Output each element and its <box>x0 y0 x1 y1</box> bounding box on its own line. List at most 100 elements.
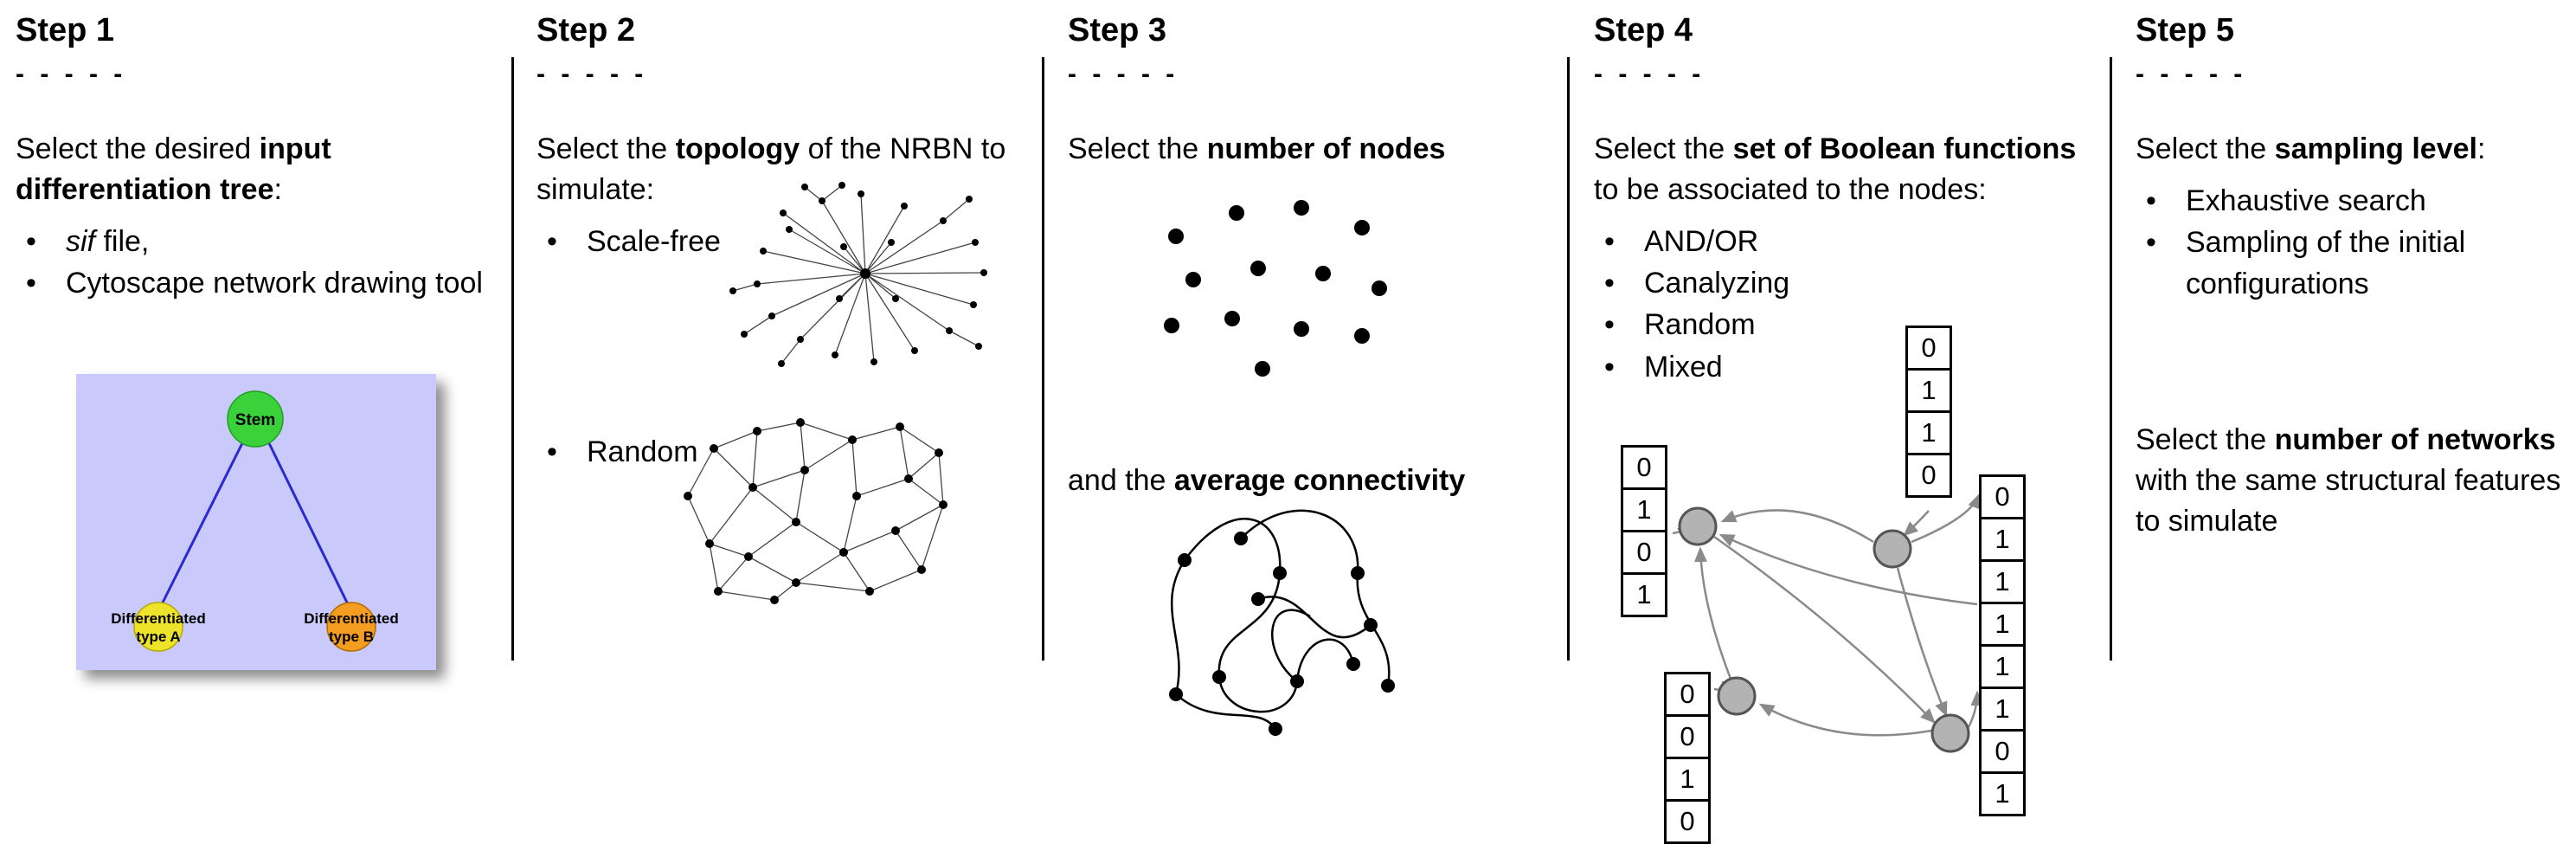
bullet-marker: • <box>547 435 557 468</box>
scale-free-nodes <box>729 182 987 367</box>
boolean-network-arrows <box>1672 493 1984 737</box>
step-5-column: Step 5 - - - - - Select the sampling lev… <box>2136 0 2566 851</box>
step-2-intro: Select the topology of the NRBN to simul… <box>536 132 1006 206</box>
bullet-marker: • <box>547 224 557 258</box>
differentiated-type-b-node: Differentiated type B <box>304 602 399 652</box>
tangle-edges <box>1171 509 1391 730</box>
truth-table-bottom-left: 0 0 1 0 <box>1664 672 1711 844</box>
truth-table-cell: 0 <box>1905 453 1952 498</box>
truth-table-cell: 0 <box>1621 530 1667 575</box>
truth-table-cell: 1 <box>1979 771 2026 816</box>
bullet-marker: • <box>1604 267 1615 300</box>
differentiated-type-a-node: Differentiated type A <box>111 602 206 652</box>
stem-node: Stem <box>227 390 284 448</box>
bullet-marker: • <box>2146 226 2156 260</box>
truth-table-cell: 0 <box>1979 474 2026 519</box>
column-divider <box>511 57 514 661</box>
step-1-intro: Select the desired input differentiation… <box>16 132 331 206</box>
step-1-bullets: • sif file, • Cytoscape network drawing … <box>16 221 498 305</box>
boolean-network-illustration <box>1672 493 1984 753</box>
step-4-column: Step 4 - - - - - Select the set of Boole… <box>1594 0 2100 851</box>
truth-table-cell: 0 <box>1664 799 1711 844</box>
truth-table-cell: 0 <box>1664 672 1711 717</box>
step-3-column: Step 3 - - - - - Select the number of no… <box>1068 0 1554 851</box>
type-b-label-line2: type B <box>329 629 374 645</box>
network-node <box>1873 529 1912 569</box>
bullet-marker: • <box>26 267 36 300</box>
scale-free-network-illustration <box>729 182 987 367</box>
bullet-marker: • <box>1604 350 1615 384</box>
truth-table-cell: 0 <box>1979 729 2026 774</box>
network-node <box>1930 713 1970 753</box>
truth-table-cell: 1 <box>1979 602 2026 647</box>
truth-table-top: 0 1 1 0 <box>1905 326 1952 498</box>
truth-table-cell: 1 <box>1979 559 2026 604</box>
truth-table-cell: 1 <box>1664 757 1711 802</box>
truth-table-right: 0 1 1 1 1 1 0 1 <box>1979 474 2026 816</box>
truth-table-cell: 1 <box>1979 644 2026 689</box>
step-4-bullets: • AND/OR • Canalyzing • Random • Mixed <box>1594 221 2100 388</box>
connectivity-tangle-illustration <box>1169 509 1395 736</box>
step-2-column: Step 2 - - - - - Select the topology of … <box>536 0 1030 851</box>
step-5-dashes: - - - - - <box>2136 60 2247 88</box>
step-3-dashes: - - - - - <box>1068 60 1179 88</box>
bullet-marker: • <box>2146 184 2156 217</box>
network-node <box>1717 676 1757 716</box>
list-item-sampling: • Sampling of the initial configurations <box>2136 222 2566 306</box>
truth-table-cell: 1 <box>1621 572 1667 617</box>
step-1-column: Step 1 - - - - - Select the desired inpu… <box>16 0 498 851</box>
step-5-intro: Select the sampling level: <box>2136 132 2486 165</box>
list-item-and-or: • AND/OR <box>1594 221 2100 262</box>
step-3-connectivity-text: and the average connectivity <box>1068 464 1466 497</box>
column-divider <box>1567 57 1570 661</box>
step-3-title: Step 3 <box>1068 12 1167 48</box>
nodes-dots-illustration <box>1164 200 1387 377</box>
type-a-label-line2: type A <box>136 629 180 645</box>
step-5-title: Step 5 <box>2136 12 2235 48</box>
network-node <box>1678 506 1718 546</box>
tree-edges <box>159 441 350 607</box>
step-4-title: Step 4 <box>1594 12 1693 48</box>
list-item-random-functions: • Random <box>1594 304 2100 345</box>
tangle-nodes <box>1169 532 1395 736</box>
step-3-intro: Select the number of nodes <box>1068 132 1446 165</box>
column-divider <box>1042 57 1044 661</box>
random-network-illustration <box>684 418 948 604</box>
random-edges <box>687 422 944 601</box>
list-item: • Cytoscape network drawing tool <box>16 262 498 304</box>
random-nodes <box>684 418 948 604</box>
boolean-network-nodes <box>1678 506 1970 753</box>
step-2-title: Step 2 <box>536 12 636 48</box>
truth-table-cell: 0 <box>1664 714 1711 759</box>
step-1-dashes: - - - - - <box>16 60 127 88</box>
list-item-random: • Random <box>536 431 727 473</box>
step-5-bullets: • Exhaustive search • Sampling of the in… <box>2136 180 2566 306</box>
differentiation-tree-illustration: Stem Differentiated type A Differentiate… <box>76 374 436 670</box>
column-divider <box>2110 57 2112 661</box>
boolean-functions-diagram: 0 1 0 1 0 1 1 0 0 0 1 0 0 1 1 1 1 1 0 1 <box>1607 319 2091 851</box>
sif-file-label: sif <box>66 224 95 258</box>
truth-table-cell: 0 <box>1621 445 1667 490</box>
stem-label: Stem <box>235 411 275 429</box>
differentiation-tree-figure: Stem Differentiated type A Differentiate… <box>76 374 436 670</box>
step-5-networks-text: Select the number of networks with the s… <box>2136 422 2561 538</box>
step-4-intro: Select the set of Boolean functions to b… <box>1594 132 2077 206</box>
list-item-canalyzing: • Canalyzing <box>1594 262 2100 304</box>
list-item-scale-free: • Scale-free <box>536 221 1030 262</box>
truth-table-cell: 1 <box>1905 368 1952 413</box>
truth-table-cell: 1 <box>1979 687 2026 732</box>
bullet-marker: • <box>1604 308 1615 342</box>
bullet-marker: • <box>1604 224 1615 258</box>
list-item: • sif file, <box>16 221 498 262</box>
truth-table-cell: 0 <box>1905 326 1952 371</box>
list-item-exhaustive-search: • Exhaustive search <box>2136 180 2566 222</box>
bullet-marker: • <box>26 224 36 258</box>
scale-free-edges <box>732 184 985 364</box>
truth-table-cell: 1 <box>1905 410 1952 455</box>
list-item-mixed: • Mixed <box>1594 346 2100 388</box>
step-4-dashes: - - - - - <box>1594 60 1706 88</box>
step-2-bullets: • Scale-free <box>536 221 1030 262</box>
type-b-label-line1: Differentiated <box>304 610 399 627</box>
type-a-label-line1: Differentiated <box>111 610 206 627</box>
step-1-title: Step 1 <box>16 12 115 48</box>
